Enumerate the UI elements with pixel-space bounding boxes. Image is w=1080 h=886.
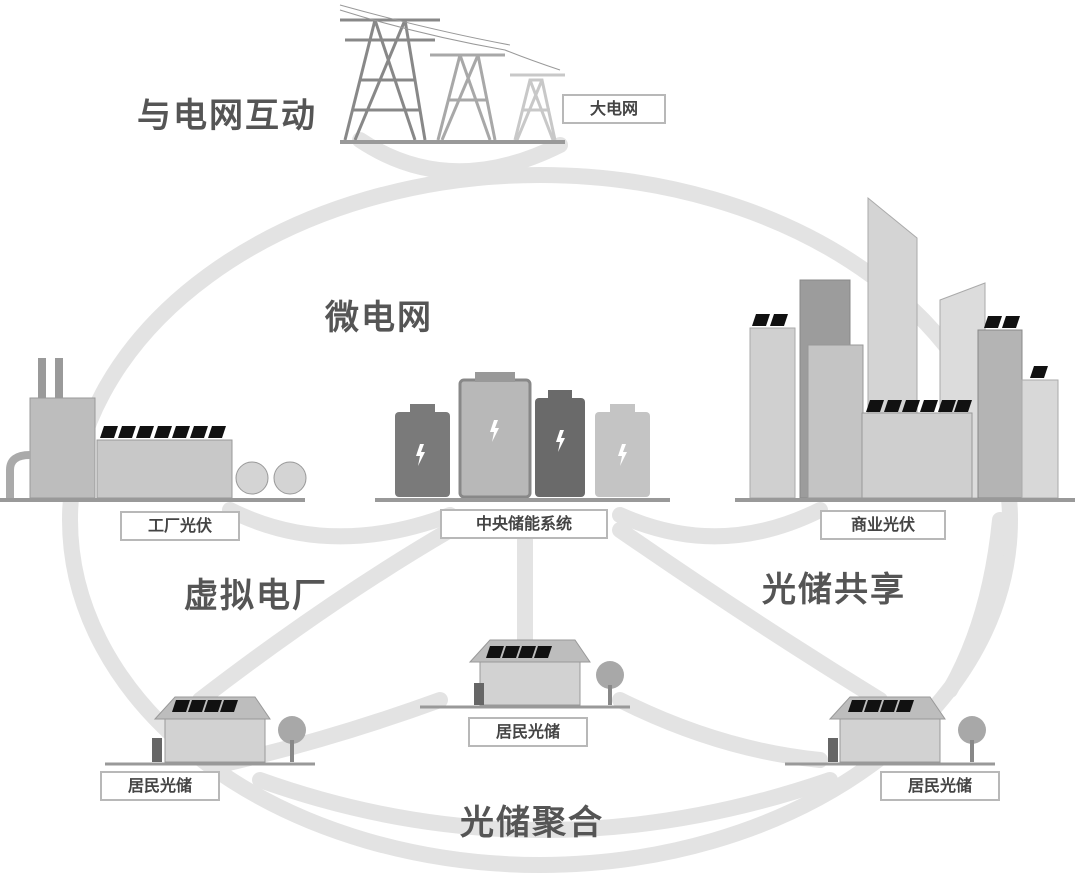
label-microgrid: 微电网 xyxy=(325,298,433,338)
node-residential-right: 居民光储 xyxy=(880,771,1000,801)
solar-panel-icon xyxy=(100,426,226,438)
house-icon xyxy=(105,696,315,766)
label-pv-storage-aggregation: 光储聚合 xyxy=(460,803,604,843)
label-virtual-power-plant: 虚拟电厂 xyxy=(184,576,328,616)
node-residential-center: 居民光储 xyxy=(468,717,588,747)
node-factory-pv: 工厂光伏 xyxy=(120,511,240,541)
node-main-grid: 大电网 xyxy=(562,94,666,124)
city-buildings-icon xyxy=(735,196,1075,502)
label-grid-interaction: 与电网互动 xyxy=(137,96,317,136)
node-central-storage: 中央储能系统 xyxy=(440,509,608,539)
tree-icon xyxy=(278,661,986,762)
label-pv-storage-sharing: 光储共享 xyxy=(762,570,906,610)
house-icon xyxy=(420,639,630,709)
factory-icon xyxy=(0,358,307,502)
connection-arcs xyxy=(62,132,1018,873)
battery-icon xyxy=(375,372,670,502)
node-residential-left: 居民光储 xyxy=(100,771,220,801)
transmission-tower-icon xyxy=(339,4,565,144)
node-commercial-pv: 商业光伏 xyxy=(820,510,946,540)
house-icon xyxy=(785,696,995,766)
